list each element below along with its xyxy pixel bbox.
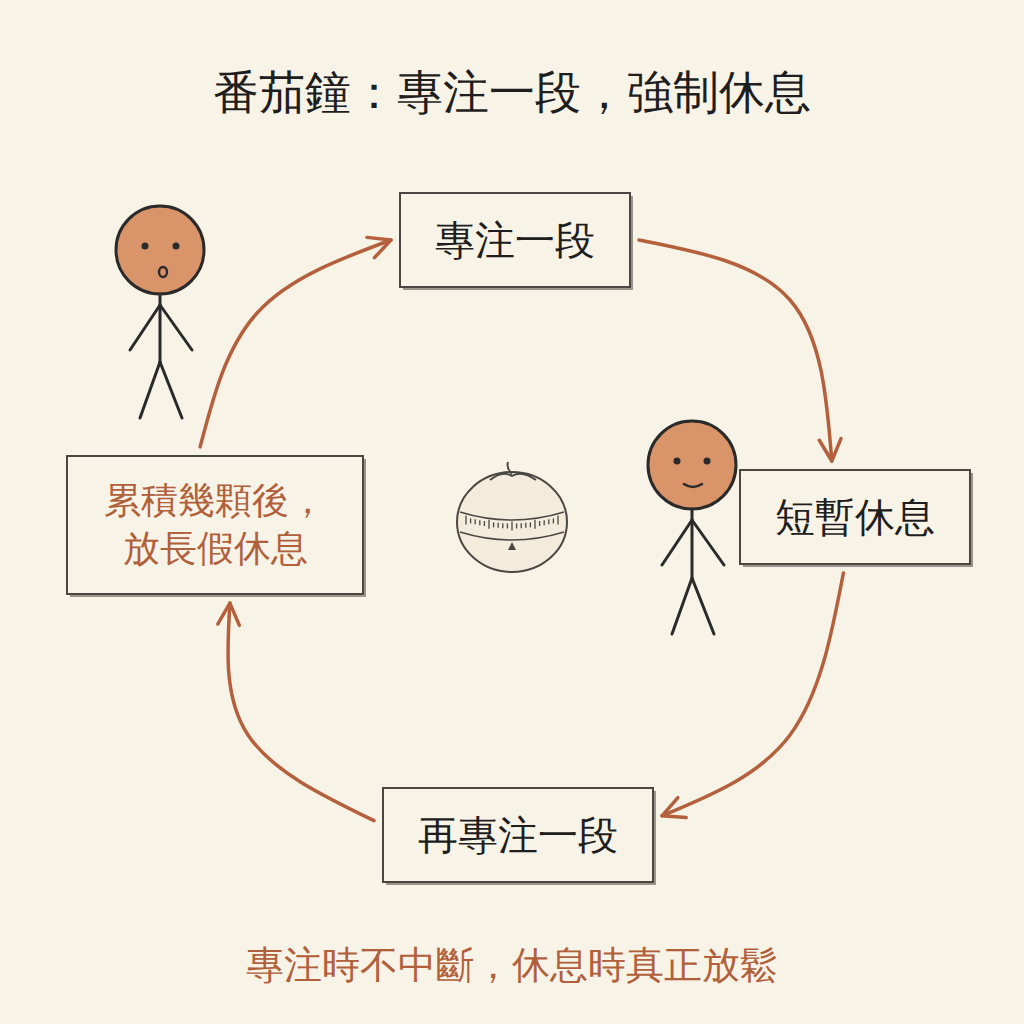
cycle-arrow [639,240,832,461]
box-label: 短暫休息 [775,491,935,543]
cycle-arrow [200,240,391,447]
process-box: 專注一段 [399,192,631,288]
diagram-caption: 專注時不中斷，休息時真正放鬆 [0,940,1024,991]
stick-figure [116,206,204,418]
box-label: 累積幾顆後， 放長假休息 [102,477,328,573]
process-box: 短暫休息 [739,469,971,565]
diagram-title: 番茄鐘：專注一段，強制休息 [0,62,1024,124]
cycle-arrow [662,573,843,816]
process-box: 再專注一段 [382,787,654,883]
box-label: 專注一段 [435,214,595,266]
tomato-timer [457,462,567,572]
cycle-arrow [228,603,374,821]
process-box: 累積幾顆後， 放長假休息 [66,455,364,595]
stick-figure [648,421,736,634]
box-label: 再專注一段 [418,809,618,861]
